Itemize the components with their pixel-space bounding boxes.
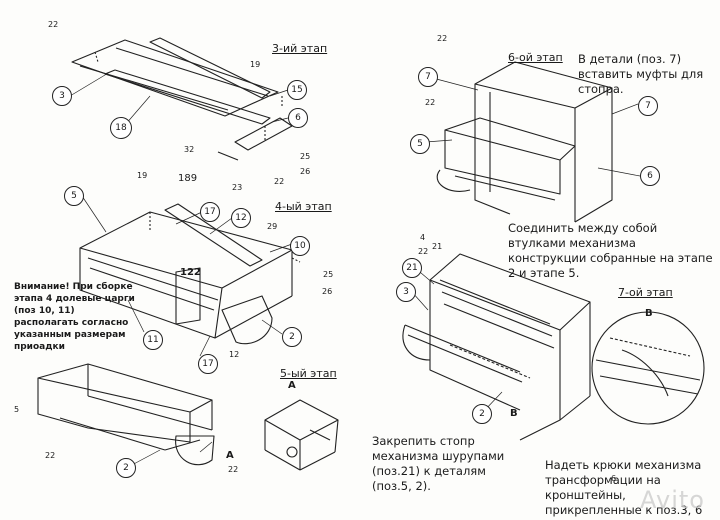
detail-b-drawing [591,311,705,425]
callout-6: 6 [288,108,308,128]
stage-3-title: 3-ий этап [272,42,328,55]
ref-22-d: 22 [228,465,239,474]
ref-4: 4 [420,233,426,242]
detail-b-marker: В [510,408,518,419]
callout-5-stage4: 5 [64,186,84,206]
ref-23: 23 [232,183,243,192]
callout-2-stage5: 2 [116,458,136,478]
detail-b-label: В [645,308,653,319]
dimension-189: 189 [178,173,198,184]
ref-25-b: 25 [323,270,334,279]
ref-22-e: 22 [437,34,448,43]
callout-7-left: 7 [418,67,438,87]
ref-22-f: 22 [425,98,436,107]
callout-3: 3 [52,86,72,106]
assembly-warning: Внимание! При сборке этапа 4 долевые цар… [14,282,135,352]
callout-17-bottom: 17 [198,354,218,374]
callout-3-stage6: 3 [396,282,416,302]
ref-21: 21 [432,242,443,251]
ref-22-b: 22 [274,177,285,186]
ref-22-c: 22 [45,451,56,460]
dimension-122: 122 [180,267,201,278]
ref-6-note: 6 [611,474,617,483]
ref-26-a: 26 [300,167,311,176]
ref-29: 29 [267,222,278,231]
callout-7-right: 7 [638,96,658,116]
stage5-drawing [37,363,215,466]
callout-15: 15 [287,80,307,100]
ref-19-a: 19 [250,60,261,69]
ref-25-a: 25 [300,152,311,161]
callout-6-stage6: 6 [640,166,660,186]
stage-7-title: 7-ой этап [618,286,673,299]
callout-12: 12 [231,208,251,228]
mechanism-unit-drawing [402,253,591,441]
stage-5-title: 5-ый этап [280,367,337,380]
stage4-drawing [79,203,301,345]
stage6-note: В детали (поз. 7) вставить муфты для сто… [578,52,704,96]
callout-21: 21 [402,258,422,278]
callout-2-stage4: 2 [282,327,302,347]
detail-a-marker: А [226,450,234,461]
stage-4-title: 4-ый этап [275,200,332,213]
callout-11: 11 [143,330,163,350]
stage3-drawing [71,37,293,161]
leader-lines [69,71,641,467]
callout-2-stage6: 2 [472,404,492,424]
ref-22-a: 22 [48,20,59,29]
stage-6-title: 6-ой этап [508,51,563,64]
callout-5-stage6: 5 [410,134,430,154]
callout-18: 18 [110,117,132,139]
connect-note: Соединить между собой втулками механизма… [508,221,713,280]
ref-32: 32 [184,145,195,154]
callout-10: 10 [290,236,310,256]
stage6-drawing [436,61,613,223]
ref-19-b: 19 [137,171,148,180]
avito-watermark: Avito [640,486,705,514]
callout-17-top: 17 [200,202,220,222]
ref-26-b: 26 [322,287,333,296]
fix-stopper-note: Закрепить стопр механизма шурупами (поз.… [372,434,505,493]
ref-22-g: 22 [418,247,429,256]
detail-a-label: А [288,380,296,391]
ref-5-stage5: 5 [14,405,20,414]
ref-12-bottom: 12 [229,350,240,359]
hooks-note: Надеть крюки механизма трансформации на … [545,458,703,517]
detail-a-drawing [264,399,339,471]
